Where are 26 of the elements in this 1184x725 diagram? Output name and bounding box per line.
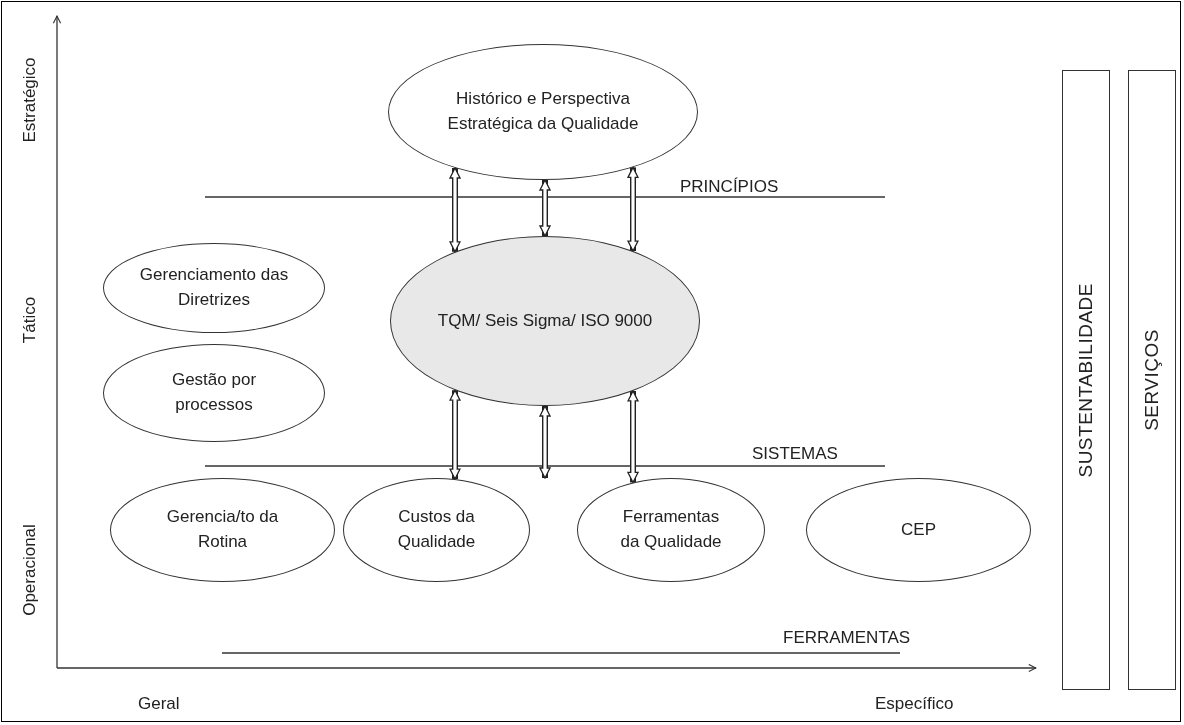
axis-label: Geral (138, 694, 180, 714)
double-arrow (539, 405, 551, 479)
node-text: SERVIÇOS (1140, 329, 1164, 431)
axis-label: Operacional (20, 524, 40, 616)
level-label: FERRAMENTAS (783, 628, 911, 648)
level-label: PRINCÍPIOS (680, 177, 779, 197)
node-text: Custos da Qualidade (396, 506, 477, 553)
node-text: SUSTENTABILIDADE (1074, 282, 1098, 478)
node-text: Gerenciamento das Diretrizes (138, 264, 290, 311)
double-arrow (449, 389, 461, 480)
node-text: Gestão por processos (170, 369, 258, 416)
node-text: Gerencia/to da Rotina (165, 506, 280, 553)
node-text: Ferramentas da Qualidade (619, 506, 723, 553)
axis-label: Tático (20, 296, 40, 344)
node-text: TQM/ Seis Sigma/ ISO 9000 (436, 309, 654, 332)
double-arrow (627, 390, 639, 484)
vertical-bar (1062, 70, 1110, 690)
double-arrow (449, 167, 461, 253)
double-arrow (539, 179, 551, 237)
node-text: CEP (900, 518, 937, 541)
node-text: Histórico e Perspectiva Estratégica da Qualidade (446, 88, 640, 135)
axis-label: Específico (875, 694, 954, 714)
vertical-bar (1128, 70, 1176, 690)
level-label: SISTEMAS (752, 444, 838, 464)
axis-label: Estratégico (20, 57, 40, 143)
double-arrow (627, 166, 639, 252)
